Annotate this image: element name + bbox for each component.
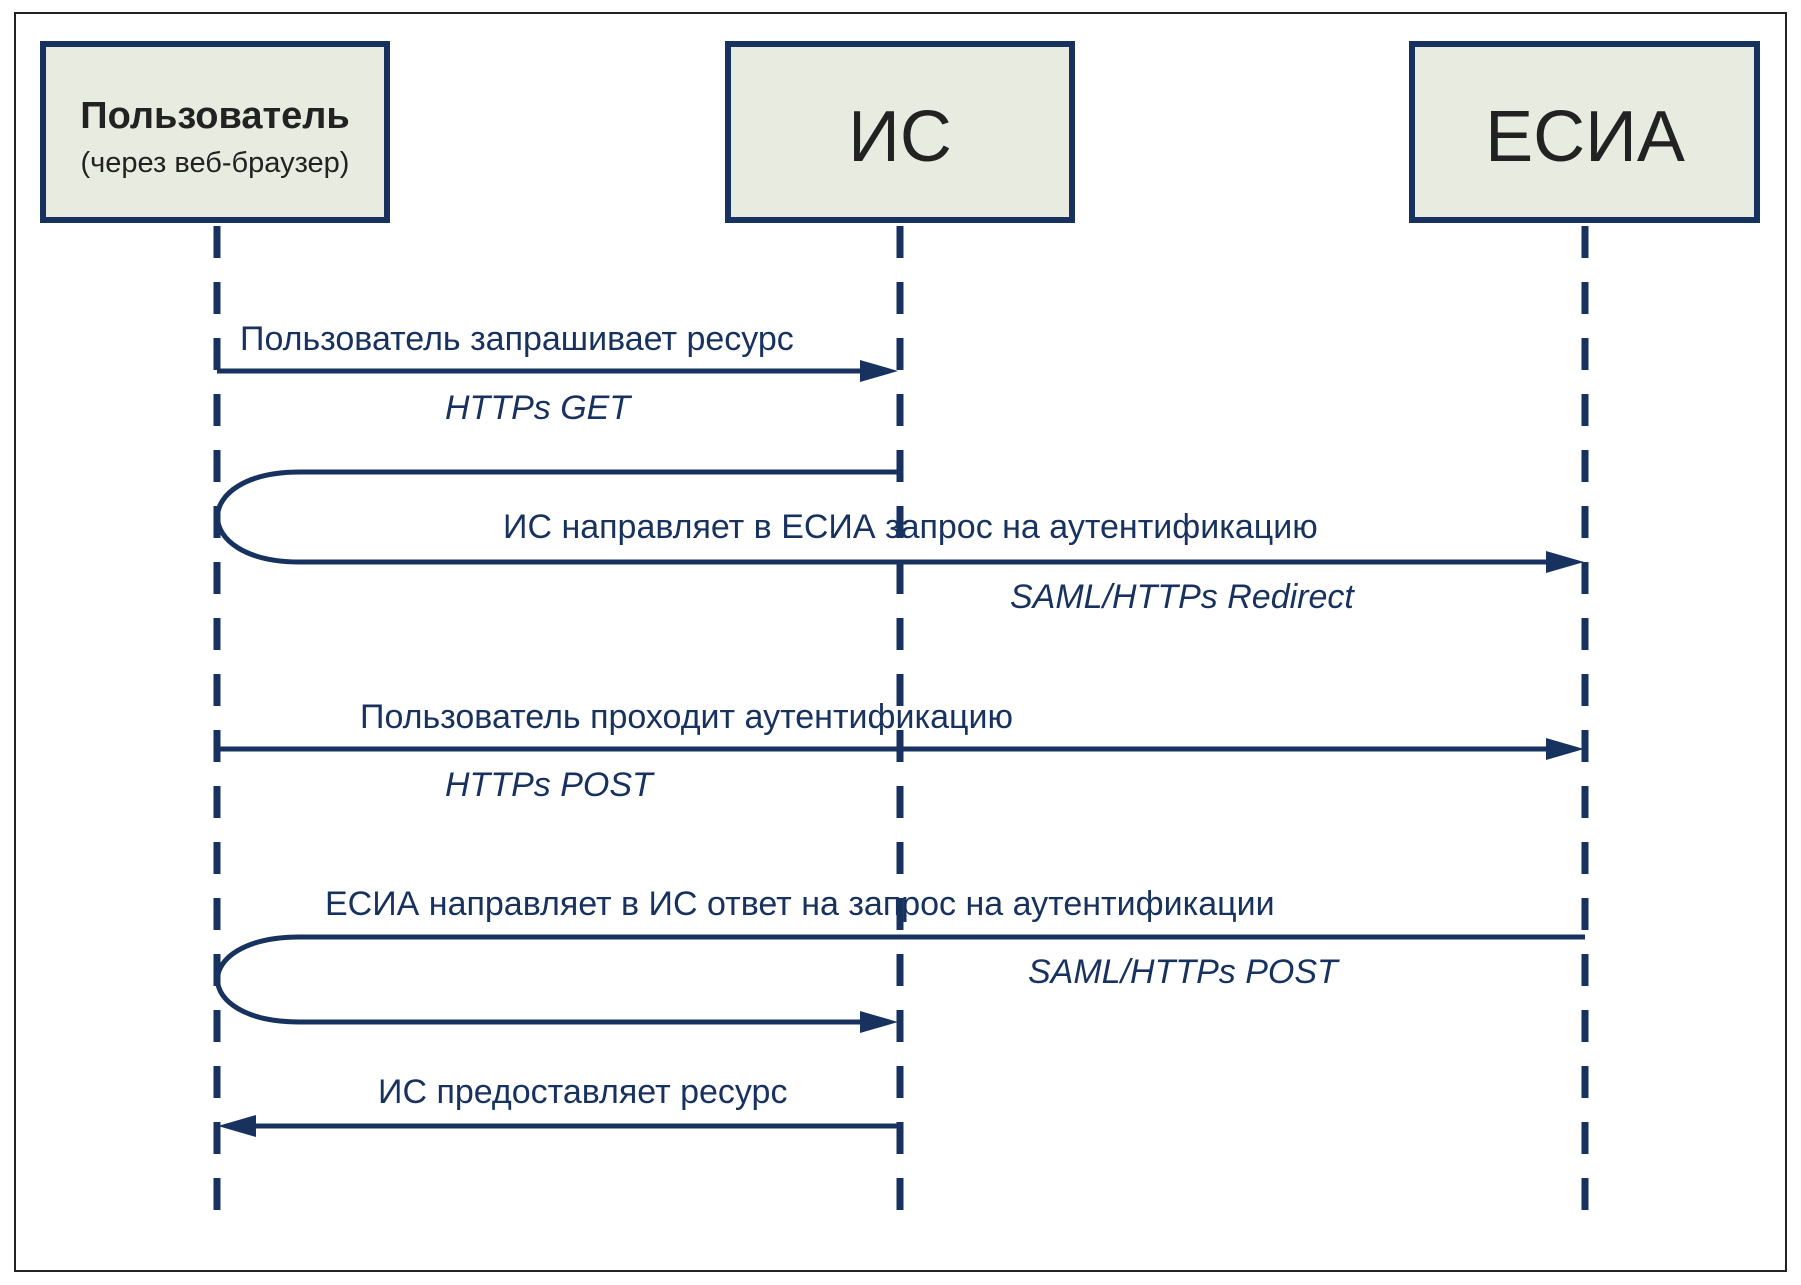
message-1: Пользователь запрашивает ресурс HTTPs GE… [217, 320, 898, 427]
actor-esia-box [1409, 41, 1760, 223]
actor-user: Пользователь (через веб-браузер) [40, 41, 390, 223]
message-4-line [215, 934, 1585, 1025]
message-2-arrowhead [1546, 551, 1584, 573]
message-4-protocol: SAML/HTTPs POST [1028, 953, 1340, 991]
message-2-label: ИС направляет в ЕСИА запрос на аутентифи… [503, 508, 1318, 546]
message-3-protocol: HTTPs POST [445, 766, 655, 804]
actor-user-title: Пользователь [80, 95, 349, 137]
actor-user-subtitle: (через веб-браузер) [81, 147, 350, 179]
message-4: ЕСИА направляет в ИС ответ на запрос на … [215, 885, 1585, 1033]
message-4-label: ЕСИА направляет в ИС ответ на запрос на … [325, 885, 1275, 923]
message-1-label: Пользователь запрашивает ресурс [240, 320, 794, 358]
message-5: ИС предоставляет ресурс [218, 1073, 900, 1137]
message-3-label: Пользователь проходит аутентификацию [360, 698, 1013, 736]
message-2: ИС направляет в ЕСИА запрос на аутентифи… [215, 469, 1584, 616]
message-2-protocol: SAML/HTTPs Redirect [1010, 578, 1355, 616]
message-1-arrowhead [860, 360, 898, 382]
actor-is: ИС [725, 41, 1075, 223]
message-2-line [215, 469, 1556, 565]
actor-esia: ЕСИА [1409, 41, 1760, 223]
message-1-protocol: HTTPs GET [445, 389, 632, 427]
message-3-arrowhead [1546, 738, 1584, 760]
message-5-label: ИС предоставляет ресурс [378, 1073, 787, 1111]
actor-is-box [725, 41, 1075, 223]
actor-user-box [40, 41, 390, 223]
diagram-frame [14, 12, 1787, 1272]
message-4-arrowhead [860, 1011, 898, 1033]
message-5-arrowhead [218, 1115, 256, 1137]
actor-is-title: ИС [848, 97, 952, 177]
message-3: Пользователь проходит аутентификацию HTT… [217, 698, 1584, 804]
actor-esia-title: ЕСИА [1485, 97, 1685, 177]
